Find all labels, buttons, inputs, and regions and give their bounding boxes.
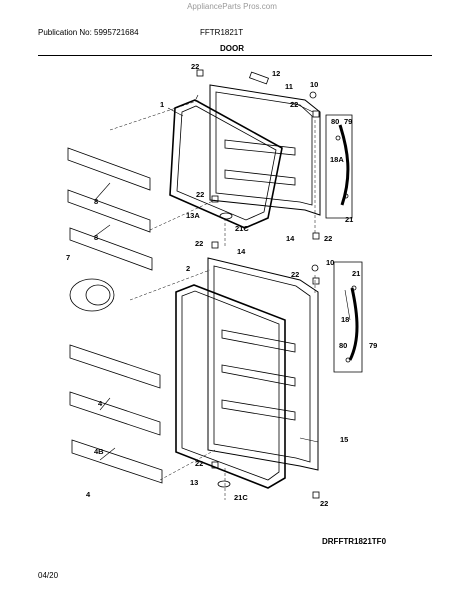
callout-18: 18 <box>341 315 349 324</box>
leader-lines <box>94 94 351 461</box>
freezer-handle-assembly <box>325 114 353 219</box>
fresh-food-handle-assembly <box>333 261 363 373</box>
freezer-door-gasket <box>169 99 283 229</box>
callout-22: 22 <box>195 239 203 248</box>
callout-80: 80 <box>339 341 347 350</box>
callout-22: 22 <box>320 499 328 508</box>
freezer-shelves <box>67 147 153 271</box>
callout-4b: 4B <box>94 447 104 456</box>
callout-13: 13 <box>190 478 198 487</box>
callout-2: 2 <box>186 264 190 273</box>
door-bins <box>69 344 163 484</box>
callout-labels: 22 12 11 10 22 1 80 79 18A 8 22 13A 21 2… <box>66 62 377 508</box>
freezer-door-outer <box>209 84 321 216</box>
callout-10: 10 <box>310 80 318 89</box>
header-rule <box>38 55 432 56</box>
callout-4: 4 <box>98 399 103 408</box>
callout-22: 22 <box>196 190 204 199</box>
callout-4: 4 <box>86 490 91 499</box>
callout-8: 8 <box>94 233 98 242</box>
model-number: FFTR1821T <box>200 28 244 37</box>
fresh-food-door-gasket <box>175 284 286 489</box>
callout-14: 14 <box>286 234 295 243</box>
egg-tray <box>69 278 115 312</box>
page-title: DOOR <box>220 44 244 53</box>
callout-8: 8 <box>94 197 98 206</box>
callout-21: 21 <box>345 215 353 224</box>
callout-79: 79 <box>369 341 377 350</box>
callout-13a: 13A <box>186 211 200 220</box>
callout-12: 12 <box>272 69 280 78</box>
callout-21: 21 <box>352 269 360 278</box>
hardware-parts <box>196 69 320 499</box>
callout-21c: 21C <box>235 224 249 233</box>
callout-22: 22 <box>191 62 199 71</box>
callout-22: 22 <box>290 100 298 109</box>
callout-7: 7 <box>66 253 70 262</box>
alignment-lines <box>109 99 316 500</box>
callout-22: 22 <box>291 270 299 279</box>
callout-14: 14 <box>237 247 246 256</box>
diagram-code: DRFFTR1821TF0 <box>322 537 387 546</box>
callout-22: 22 <box>324 234 332 243</box>
callout-15: 15 <box>340 435 348 444</box>
callout-22: 22 <box>195 459 203 468</box>
publication-number: Publication No: 5995721684 <box>38 28 139 37</box>
fresh-food-door-outer <box>207 257 319 471</box>
callout-18a: 18A <box>330 155 344 164</box>
callout-11: 11 <box>285 82 293 91</box>
callout-21c: 21C <box>234 493 248 502</box>
callout-79: 79 <box>344 117 352 126</box>
callout-1: 1 <box>160 100 164 109</box>
callout-80: 80 <box>331 117 339 126</box>
callout-10: 10 <box>326 258 334 267</box>
watermark: ApplianceParts Pros.com <box>187 2 277 11</box>
revision-date: 04/20 <box>38 571 59 580</box>
